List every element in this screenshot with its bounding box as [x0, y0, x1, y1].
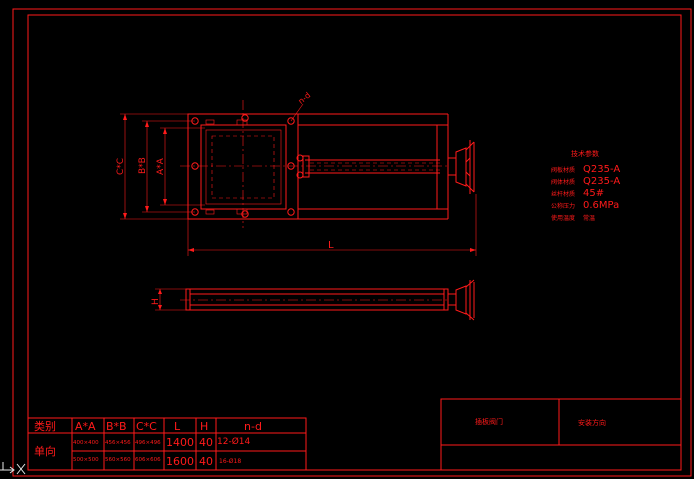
bb-label: B*B: [138, 157, 148, 174]
table-cell: 560×560: [105, 457, 131, 463]
table-header: H: [200, 420, 208, 433]
title-block: 插板阀门 安装方向: [440, 398, 682, 471]
table-header: 类别: [34, 419, 56, 433]
nd-label: n-d: [297, 91, 313, 106]
slot-bottom-left: [205, 209, 215, 215]
tech-note-value: Q235-A: [583, 164, 620, 175]
dimension-bb: B*B: [138, 120, 195, 213]
tech-notes: 技术参数 阀板材质 Q235-A 阀体材质 Q235-A 丝杆材质 45# 公称…: [551, 149, 620, 222]
table-cell: 40: [199, 436, 213, 449]
tech-note-label: 阀板材质: [551, 166, 575, 174]
length-label: L: [328, 240, 334, 251]
table-cell: 400×400: [73, 440, 99, 446]
aa-label: A*A: [156, 157, 166, 175]
dimension-length: L: [187, 194, 477, 256]
tech-note-value: Q235-A: [583, 176, 620, 187]
flange-inner: [205, 129, 282, 205]
tech-note-value: 0.6MPa: [583, 200, 619, 211]
dimension-aa: A*A: [156, 127, 205, 206]
tech-note-label: 丝杆材质: [551, 190, 575, 198]
table-row: 500×500 560×560 606×606 1600 40 16-Ø18: [73, 455, 241, 468]
tech-note-label: 使用温度: [551, 214, 575, 222]
table-cell: 12-Ø14: [217, 436, 251, 447]
tech-note-row: 丝杆材质 45#: [551, 188, 604, 199]
tech-note-label: 阀体材质: [551, 178, 575, 186]
table-header: A*A: [75, 420, 96, 433]
table-cell: 500×500: [73, 457, 99, 463]
table-cell: 1400: [166, 436, 194, 449]
height-label: H: [151, 298, 161, 305]
tech-notes-title: 技术参数: [571, 149, 599, 158]
tech-note-row: 阀体材质 Q235-A: [551, 176, 620, 187]
side-view: H: [151, 279, 475, 321]
table-cell: 456×456: [105, 440, 131, 446]
table-cell: 40: [199, 455, 213, 468]
tech-note-row: 使用温度 常温: [551, 214, 595, 222]
table-header: n-d: [244, 420, 262, 433]
table-row: 400×400 456×456 496×496 1400 40 12-Ø14: [73, 436, 251, 449]
table-header: C*C: [136, 420, 157, 433]
side-handwheel-icon: [447, 279, 475, 321]
title-block-note: 安装方向: [578, 418, 606, 427]
ucs-axis-icon: [0, 462, 26, 475]
top-view: n-d C*C B*B A*A: [116, 91, 477, 256]
table-row-label: 单向: [34, 444, 56, 458]
table-cell: 1600: [166, 455, 194, 468]
table-cell: 606×606: [135, 457, 161, 463]
screw-rod: [302, 155, 440, 178]
title-block-name: 插板阀门: [475, 417, 503, 426]
table-header: B*B: [106, 420, 127, 433]
dimension-cc: C*C: [116, 113, 188, 220]
inner-frame: [27, 14, 682, 471]
table-cell: 496×496: [135, 440, 161, 446]
table-header: L: [174, 420, 181, 433]
spec-table: 类别 A*A B*B C*C L H n-d 单向 400×400 456×45…: [27, 417, 307, 471]
handwheel-icon: [447, 140, 475, 194]
tech-note-row: 公称压力 0.6MPa: [551, 200, 619, 211]
tech-note-value: 常温: [583, 214, 595, 222]
nd-leader: [290, 103, 304, 122]
slot-top-left: [205, 119, 215, 125]
cc-label: C*C: [116, 158, 126, 175]
tech-note-value: 45#: [583, 188, 604, 199]
table-cell: 16-Ø18: [219, 458, 241, 465]
outer-frame: [12, 8, 692, 477]
side-body: [185, 288, 449, 311]
tech-note-row: 阀板材质 Q235-A: [551, 164, 620, 175]
tech-note-label: 公称压力: [551, 202, 575, 210]
dimension-height: H: [151, 288, 186, 311]
flange-body: [200, 124, 287, 210]
